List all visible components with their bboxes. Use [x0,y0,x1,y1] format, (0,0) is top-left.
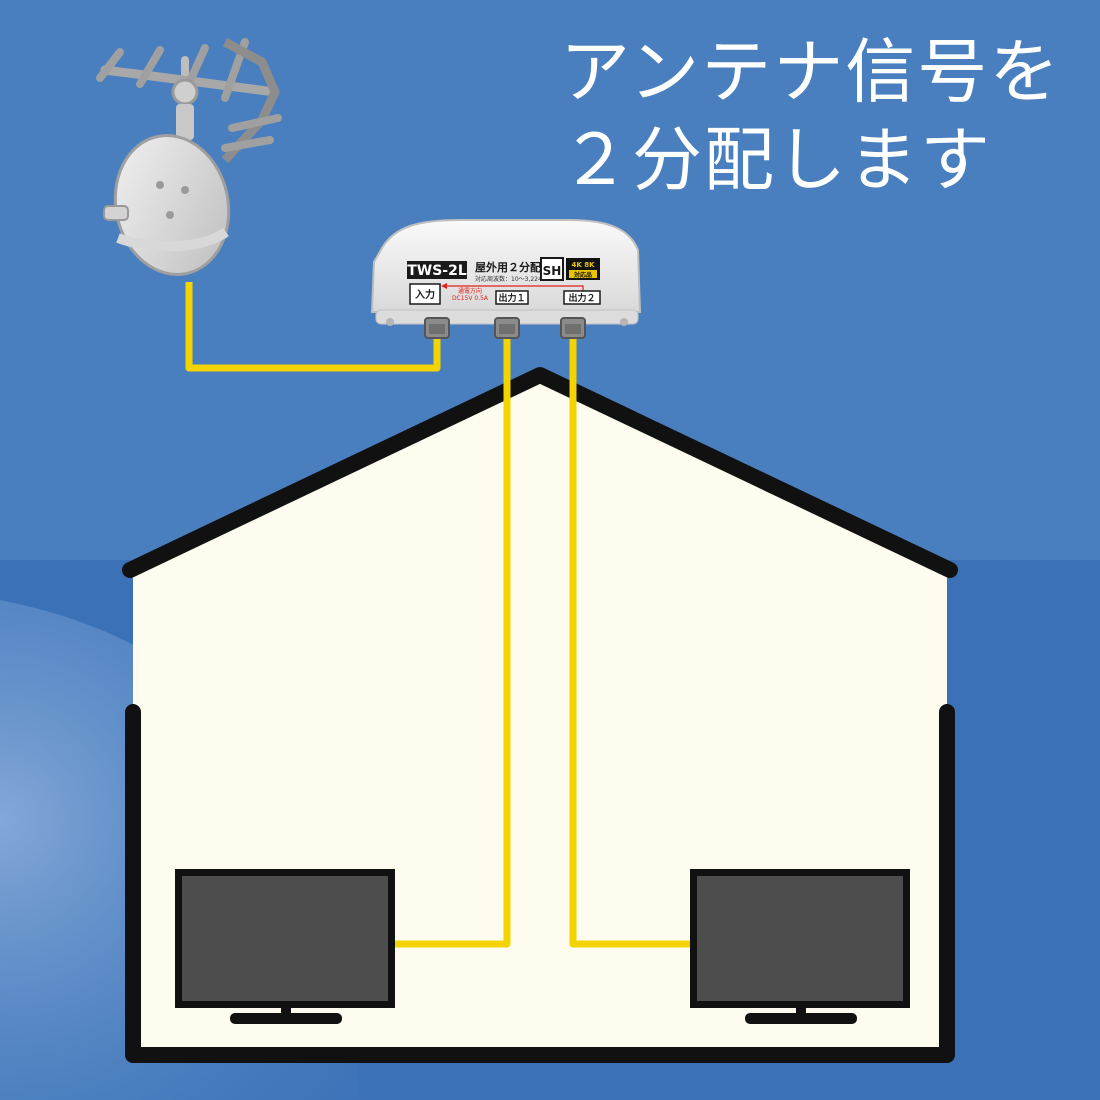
output2-cable [569,338,692,948]
sh-badge [540,257,564,281]
output1-port-label: 出力１ [498,292,525,304]
uhf-antenna-icon [96,38,282,272]
house-walls-outline [125,704,955,1063]
house-roof [122,367,958,578]
output2-port-label: 出力２ [568,292,595,304]
splitter-device: TWS-2L 屋外用２分配器 対応周波数：10～3,224MHz SH 4K 8… [370,219,642,339]
headline: アンテナ信号を ２分配します [560,28,1080,204]
input-port-label: 入力 [415,288,435,301]
4k8k-badge-bottom: 対応品 [573,271,592,279]
output1-cable [395,338,511,948]
splitter-product-name: 屋外用２分配器 [475,260,553,274]
power-direction-arrow [445,285,584,291]
splitter-model-label: TWS-2L [407,263,467,279]
input-port-label-box [409,283,441,305]
output2-connector [560,317,586,339]
output1-port-label-box [495,290,529,305]
power-direction-label: 通電方向 [458,287,482,295]
splitter-model-plate [407,261,467,279]
television-1-icon [175,869,395,1024]
headline-line-2: ２分配します [560,119,992,201]
output2-port-label-box [563,290,601,305]
antenna-to-splitter-cable [185,282,441,372]
power-spec-label: DC15V 0.5A [452,295,489,302]
output1-connector [494,317,520,339]
television-2-icon [690,869,910,1024]
satellite-dish-icon [103,134,231,276]
splitter-spec: 対応周波数：10～3,224MHz [475,275,555,283]
headline-line-1: アンテナ信号を [560,31,1062,113]
input-connector [424,317,450,339]
sh-badge-text: SH [543,264,562,278]
4k8k-badge-top: 4K 8K [571,261,595,269]
